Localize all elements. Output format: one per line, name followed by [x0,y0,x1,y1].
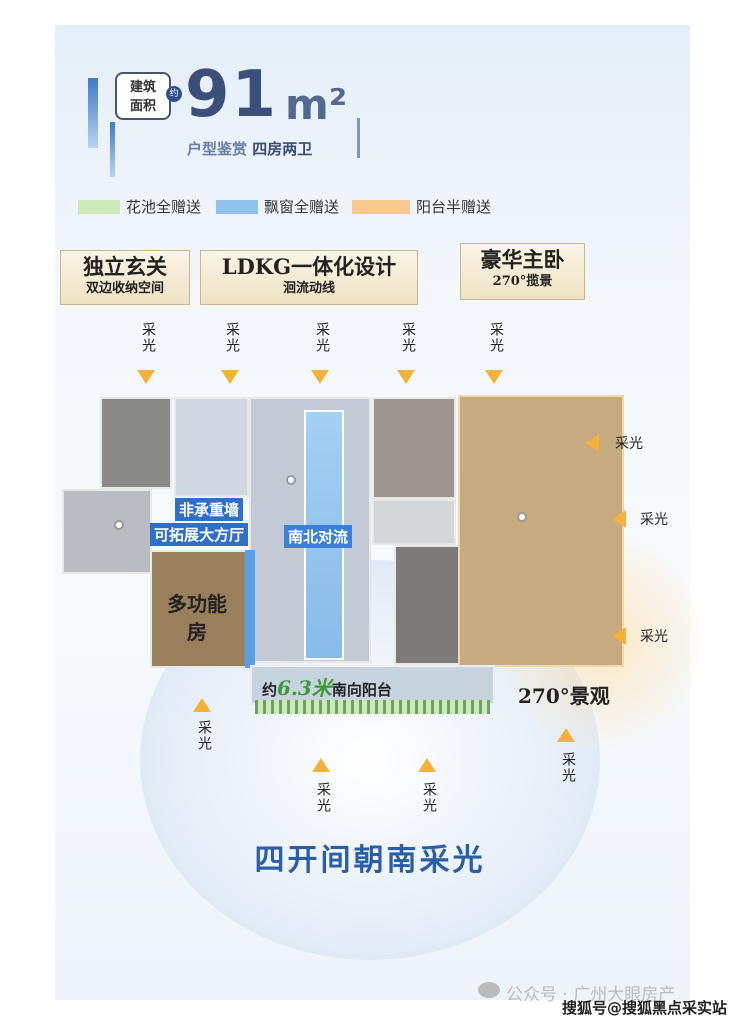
marker-dot [517,512,527,522]
arrow-down-icon [311,370,329,384]
tag-sub: 双边收纳空间 [85,281,164,296]
room-kitchen [174,397,249,497]
light-label: 采光 [196,720,212,752]
tag-sub: 270°揽景 [492,274,553,289]
arrow-left-icon [612,510,626,528]
bottom-title: 四开间朝南采光 [254,843,486,878]
approx-badge: 约 [166,86,182,102]
view-label: 270°景观 [518,684,610,708]
area-badge-line1: 建筑 [129,80,156,95]
room-multi-function [150,550,247,668]
light-label: 采光 [488,322,504,354]
balcony-prefix: 约 [262,681,278,699]
legend-swatch [352,199,410,214]
tag-sub: 洄流动线 [282,281,335,296]
light-label: 采光 [615,436,643,452]
tag-title: LDKG一体化设计 [221,254,397,279]
arrow-down-icon [397,370,415,384]
light-label: 采光 [560,752,576,784]
wechat-watermark: 公众号 · 广州大眼房产 [506,985,676,1005]
room-corridor [372,499,456,545]
balcony [250,665,495,705]
convection-label: 南北对流 [284,525,353,548]
arrow-up-icon [557,728,575,742]
balcony-label: 约6.3米南向阳台 [262,672,392,701]
bay-window [245,550,255,668]
arrow-down-icon [137,370,155,384]
decor-bar [88,78,98,148]
legend-label: 飘窗全赠送 [264,198,340,216]
decor-bar [110,122,115,177]
tag-entrance: 独立玄关双边收纳空间 [60,250,190,305]
wechat-icon [478,982,500,998]
expandable-hall-label: 可拓展大方厅 [150,523,249,546]
room-entrance [100,397,172,489]
load-wall-label: 非承重墙 [175,498,244,521]
legend-swatch [216,199,258,214]
light-label: 采光 [224,322,240,354]
tag-title: 独立玄关 [83,254,167,279]
legend-item-balcony: 阳台半赠送 [352,196,491,217]
light-label: 采光 [640,629,668,645]
light-label: 采光 [640,512,668,528]
arrow-down-icon [485,370,503,384]
arrow-up-icon [312,758,330,772]
light-label: 采光 [314,322,330,354]
marker-dot [114,520,124,530]
arrow-left-icon [585,434,599,452]
arrow-down-icon [221,370,239,384]
light-label: 采光 [400,322,416,354]
room-master-bedroom [458,395,624,667]
flower-bed [255,700,490,714]
arrow-up-icon [193,698,211,712]
legend-label: 花池全赠送 [126,198,202,216]
subtitle-main: 四房两卫 [252,140,313,158]
balcony-length: 6.3米 [277,676,332,700]
room-bedroom [372,397,456,499]
light-label: 采光 [315,782,331,814]
balcony-suffix: 南向阳台 [331,681,392,699]
light-label: 采光 [421,782,437,814]
sohu-watermark: 搜狐号@搜狐黑点采实站 [562,999,728,1017]
legend-label: 阳台半赠送 [416,198,492,216]
legend-item-flower: 花池全赠送 [78,196,201,217]
marker-dot [286,475,296,485]
room-bathroom [62,489,152,574]
arrow-left-icon [612,627,626,645]
arrow-up-icon [418,758,436,772]
subtitle-prefix: 户型鉴赏 [187,140,248,158]
area-badge-line2: 面积 [129,99,156,114]
tag-title: 豪华主卧 [480,247,565,272]
area-value: 91 [185,58,279,132]
divider [357,118,360,158]
legend-item-bay-window: 飘窗全赠送 [216,196,339,217]
subtitle: 户型鉴赏 四房两卫 [187,138,312,159]
tag-master-bedroom: 豪华主卧 270°揽景 [460,243,585,300]
legend-swatch [78,199,120,214]
area-unit: m² [285,80,348,129]
multi-function-label: 多功能房 [167,592,227,644]
tag-ldkg: LDKG一体化设计洄流动线 [200,250,418,305]
area-badge: 建筑面积 [115,72,171,120]
light-label: 采光 [140,322,156,354]
